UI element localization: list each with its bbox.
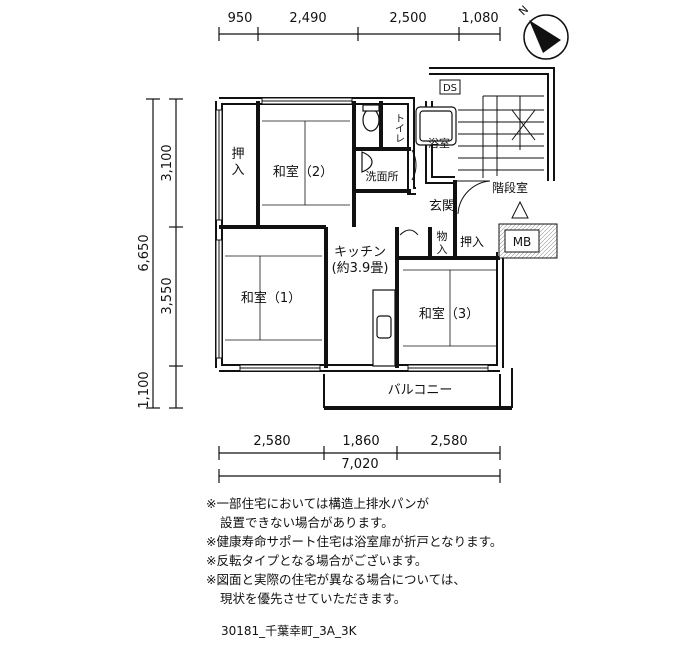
compass-icon xyxy=(523,14,569,60)
label-mono-1: 物 xyxy=(437,229,448,243)
label-mb: MB xyxy=(513,235,532,249)
balcony xyxy=(323,368,513,410)
bottom-dimension-lines xyxy=(218,446,501,483)
bathtub-icon xyxy=(415,106,457,146)
washbasin-icon xyxy=(361,151,373,173)
top-dim-4: 1,080 xyxy=(461,11,498,26)
label-washitsu2: 和室（2） xyxy=(273,164,333,180)
windows xyxy=(215,97,489,372)
left-dim-total: 6,650 xyxy=(137,234,152,271)
note-line-5: ※図面と実際の住宅が異なる場合については、 xyxy=(206,572,466,587)
floor-plan: 950 2,490 2,500 1,080 N 6,650 3,100 3,55… xyxy=(137,3,569,483)
tatami-lines xyxy=(225,120,496,347)
note-line-4: ※反転タイプとなる場合がございます。 xyxy=(206,553,428,568)
label-genkan: 玄関 xyxy=(429,199,455,214)
toilet-icon xyxy=(362,104,380,132)
bottom-dim-total: 7,020 xyxy=(341,457,378,472)
label-oshiire-mid: 押入 xyxy=(460,235,484,249)
label-oshiire-left-2: 入 xyxy=(231,163,244,178)
label-balcony: バルコニー xyxy=(388,383,453,398)
top-dim-2: 2,490 xyxy=(289,11,326,26)
compass-north-label: N xyxy=(516,3,531,18)
note-line-2: 設置できない場合があります。 xyxy=(220,515,394,530)
label-mono-2: 入 xyxy=(437,243,448,256)
note-line-1: ※一部住宅においては構造上排水パンが xyxy=(206,496,429,511)
top-dim-3: 2,500 xyxy=(389,11,426,26)
bottom-dim-1: 2,580 xyxy=(253,434,290,449)
top-dim-1: 950 xyxy=(228,11,253,26)
note-line-6: 現状を優先させていただきます。 xyxy=(220,591,407,606)
label-washitsu1: 和室（1） xyxy=(241,290,301,306)
ds-label: DS xyxy=(443,83,457,94)
bottom-dim-3: 2,580 xyxy=(430,434,467,449)
top-dimension-line xyxy=(218,27,501,41)
left-dimension-lines xyxy=(146,98,183,409)
note-line-3: ※健康寿命サポート住宅は浴室扉が折戸となります。 xyxy=(206,534,503,549)
label-toilet: トイレ xyxy=(393,113,405,143)
label-oshiire-left-1: 押 xyxy=(231,147,244,162)
interior-walls xyxy=(219,101,500,368)
label-kitchen-size: (約3.9畳) xyxy=(332,261,389,276)
label-bath: 浴室 xyxy=(428,136,450,150)
stairs-arrow-icon xyxy=(511,200,529,219)
mb-box xyxy=(498,223,558,259)
label-stairs: 階段室 xyxy=(492,180,528,195)
label-washroom: 洗面所 xyxy=(366,170,399,183)
left-dim-2: 3,550 xyxy=(160,277,175,314)
left-dim-1: 3,100 xyxy=(160,144,175,181)
left-dim-3: 1,100 xyxy=(137,371,152,408)
notes: ※一部住宅においては構造上排水パンが 設置できない場合があります。 ※健康寿命サ… xyxy=(206,494,686,608)
bottom-dim-2: 1,860 xyxy=(342,434,379,449)
label-washitsu3: 和室（3） xyxy=(419,306,479,322)
kitchen-counter xyxy=(372,289,396,367)
plan-code: 30181_千葉幸町_3A_3K xyxy=(221,624,357,638)
doors xyxy=(399,149,491,236)
label-kitchen: キッチン xyxy=(334,245,386,260)
